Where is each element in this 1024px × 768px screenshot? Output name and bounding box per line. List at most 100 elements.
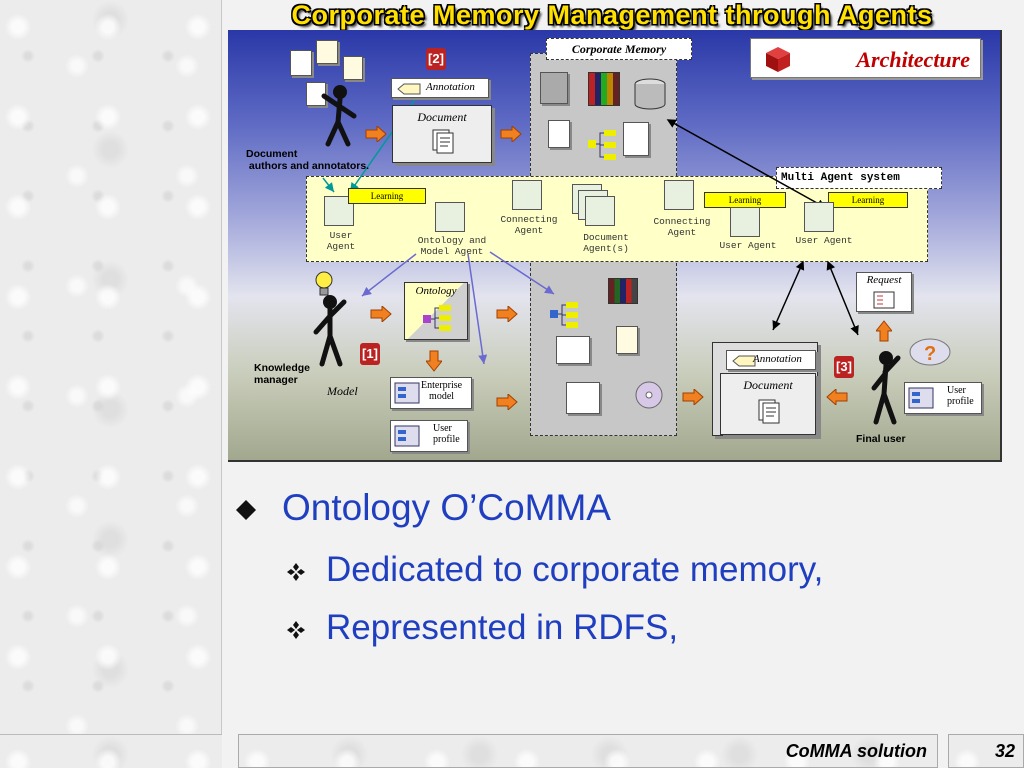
- document-card-bottom: Document: [720, 373, 816, 435]
- final-user-label: Final user: [856, 433, 906, 445]
- flow-arrow-icon: [826, 389, 848, 405]
- user-agent-icon: [804, 202, 834, 232]
- phase-3-badge: [3]: [834, 356, 854, 378]
- user-profile-label-right: User profile: [947, 385, 974, 407]
- model-label: Model: [327, 384, 358, 398]
- flow-arrow-icon: [370, 306, 392, 322]
- database-icon: [634, 78, 666, 110]
- connecting-agent-label-right: Connecting Agent: [653, 216, 711, 238]
- cd-icon: [635, 381, 663, 409]
- corporate-memory-label: Corporate Memory: [546, 38, 692, 60]
- user-profile-card-left: User profile: [390, 420, 468, 452]
- bullet-level2-text: Dedicated to corporate memory,: [326, 550, 824, 589]
- form-icon: [873, 291, 895, 309]
- bullet-level2-item: Dedicated to corporate memory,: [286, 549, 823, 591]
- document-icon: [343, 56, 363, 80]
- phase-1-badge: [1]: [360, 343, 380, 365]
- learning-label-right: Learning: [828, 192, 908, 208]
- flow-arrow-icon: [682, 389, 704, 405]
- ontology-model-agent-label: Ontology and Model Agent: [417, 235, 487, 257]
- page-number: 32: [994, 741, 1015, 761]
- form-icon: [394, 382, 420, 404]
- connecting-agent-icon-left: [512, 180, 542, 210]
- bullet-level1: Ontology O’CoMMA: [232, 486, 611, 530]
- document-icon: [548, 120, 570, 148]
- architecture-label: Architecture: [856, 47, 970, 72]
- diamond-bullet-icon: [236, 500, 256, 520]
- form-document-icon: [566, 382, 600, 414]
- connecting-agent-label-left: Connecting Agent: [500, 214, 558, 236]
- hierarchy-icon: [423, 305, 451, 331]
- flow-arrow-icon: [365, 126, 387, 142]
- user-profile-card-right: User profile: [904, 382, 982, 414]
- bullet-level2-item: Represented in RDFS,: [286, 607, 678, 649]
- bullet-level1-text: Ontology O’CoMMA: [282, 487, 611, 528]
- architecture-diagram: Corporate Memory Multi Agent system Arch…: [228, 30, 1002, 462]
- connector-lines: [322, 87, 859, 365]
- user-profile-label-left: User profile: [433, 423, 460, 445]
- books-icon: [608, 278, 638, 304]
- document-agents-label: Document Agent(s): [583, 232, 629, 254]
- form-icon: [908, 387, 934, 409]
- enterprise-model-card: Enterprise model: [390, 377, 472, 409]
- question-mark: ?: [924, 343, 936, 365]
- ontology-model-agent-icon: [435, 202, 465, 232]
- footer-page-panel: 32: [948, 734, 1024, 768]
- footer-title-panel: CoMMA solution: [238, 734, 938, 768]
- knowledge-manager-label: Knowledge manager: [254, 362, 311, 386]
- document-card-top: Document: [392, 105, 492, 163]
- flow-arrow-icon: [500, 126, 522, 142]
- enterprise-model-label: Enterprise model: [421, 380, 463, 402]
- annotation-card-top: Annotation: [391, 78, 489, 98]
- chart-document-icon: [556, 336, 590, 364]
- flow-arrow-icon: [496, 306, 518, 322]
- learning-label-left: Learning: [348, 188, 426, 204]
- annotation-label-bottom: Annotation: [753, 353, 802, 365]
- annotation-label: Annotation: [426, 81, 475, 93]
- user-agent-label-mid: User Agent: [719, 240, 777, 251]
- thought-cloud-icon: ?: [909, 338, 951, 366]
- request-label: Request: [866, 274, 902, 286]
- flow-arrow-up-icon: [876, 320, 892, 342]
- user-agent-label-left: User Agent: [326, 230, 356, 252]
- left-decorative-strip: [0, 0, 222, 768]
- knowledge-manager-figure-icon: [313, 295, 347, 367]
- user-agent-label-right: User Agent: [795, 235, 853, 246]
- footer-title: CoMMA solution: [785, 741, 927, 761]
- ontology-label: Ontology: [415, 285, 457, 297]
- ontology-card: Ontology: [404, 282, 468, 340]
- red-cube-icon: [766, 47, 790, 72]
- pages-icon: [758, 399, 780, 424]
- request-card: Request: [856, 272, 912, 312]
- connecting-agent-icon-right: [664, 180, 694, 210]
- document-agent-icon: [585, 196, 615, 226]
- footer-left-panel: [0, 734, 222, 768]
- books-icon: [588, 72, 620, 106]
- hierarchy-icon: [588, 130, 616, 160]
- architecture-box: Architecture: [750, 38, 981, 78]
- form-document-icon: [623, 122, 649, 156]
- annotation-card-bottom: Annotation: [726, 350, 816, 370]
- bullet-level2-text: Represented in RDFS,: [326, 608, 679, 647]
- tag-icon: [397, 83, 421, 95]
- author-figure-icon: [321, 85, 357, 147]
- slide-title: Corporate Memory Management through Agen…: [291, 0, 933, 30]
- document-icon: [316, 40, 338, 64]
- final-user-figure-icon: [871, 351, 901, 425]
- pages-icon: [432, 129, 454, 154]
- flow-arrow-icon: [496, 394, 518, 410]
- flow-arrow-down-icon: [426, 350, 442, 372]
- phase-2-badge: [2]: [426, 48, 446, 70]
- learning-label-mid: Learning: [704, 192, 786, 208]
- document-icon: [290, 50, 312, 76]
- filing-cabinet-icon: [540, 72, 568, 104]
- form-icon: [394, 425, 420, 447]
- four-diamond-bullet-icon: [287, 621, 305, 639]
- doc-authors-label: Document authors and annotators.: [246, 148, 370, 172]
- document-icon: [616, 326, 638, 354]
- document-label-bottom: Document: [743, 378, 793, 392]
- lightbulb-icon: [315, 271, 333, 296]
- four-diamond-bullet-icon: [287, 563, 305, 581]
- user-agent-icon: [730, 207, 760, 237]
- document-label: Document: [417, 110, 467, 124]
